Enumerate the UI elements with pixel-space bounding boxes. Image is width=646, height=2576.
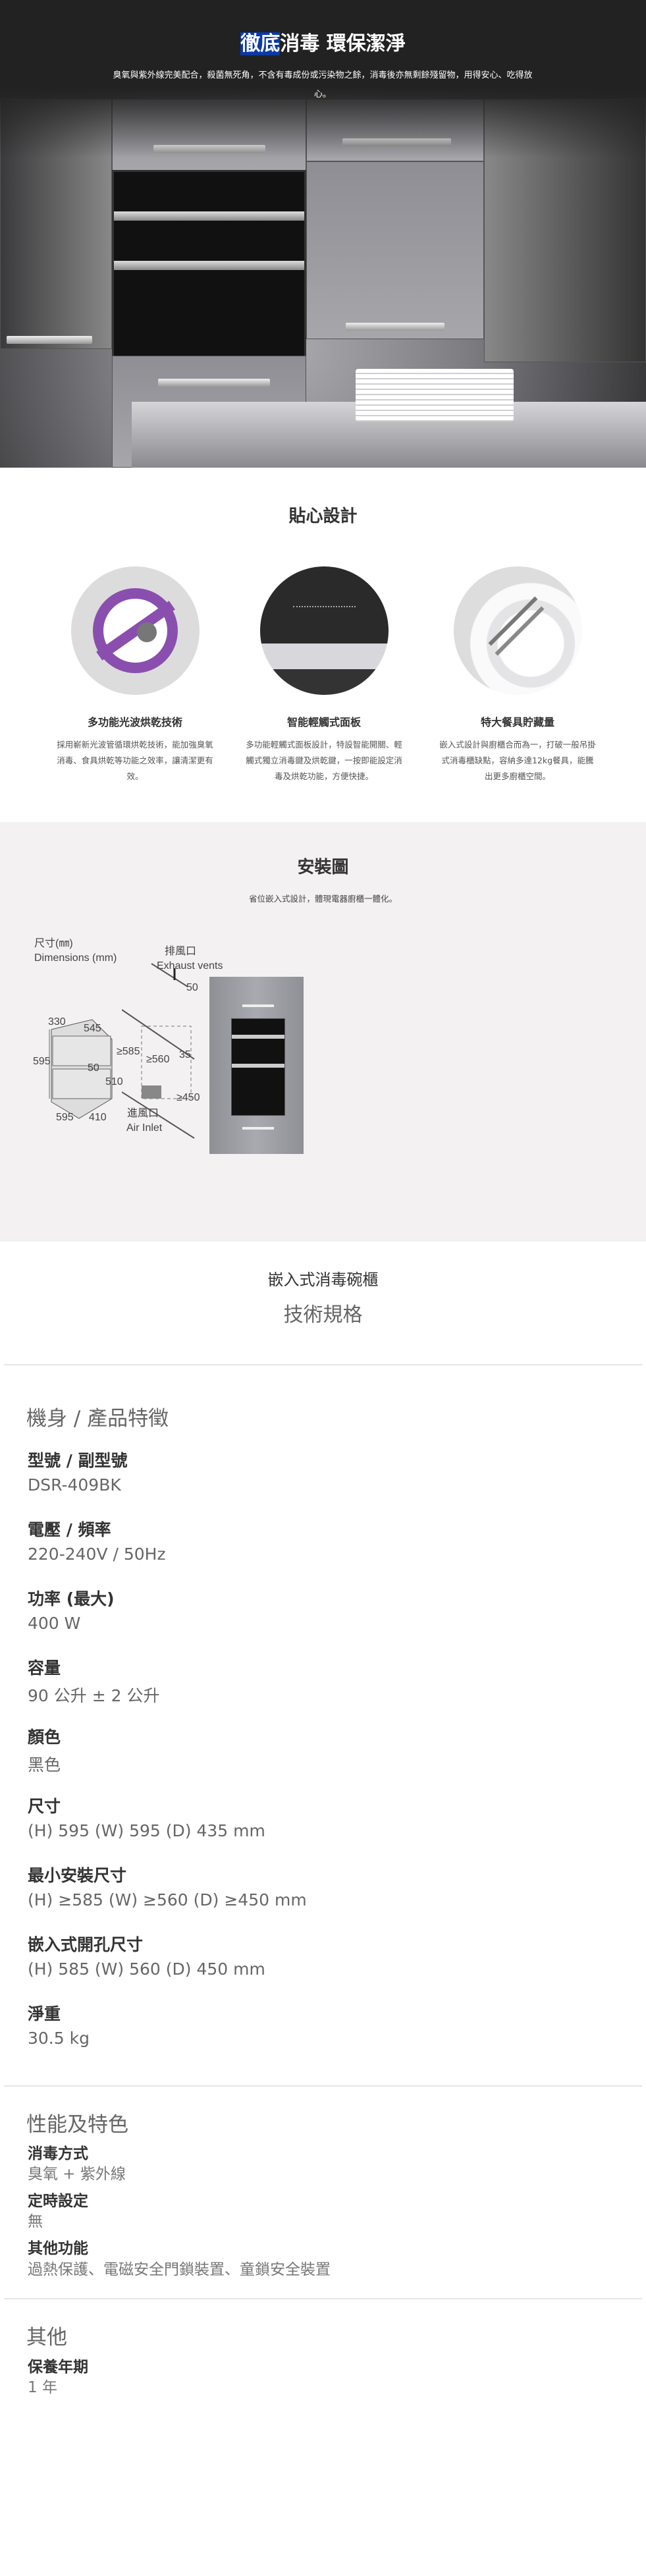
dim-595-width: 595 <box>56 1112 74 1123</box>
hero-banner: 徹底消毒 環保潔淨 臭氧與紫外線完美配合，殺菌無死角，不含有毒成份或污染物之餘，… <box>0 0 646 468</box>
dim-label-en: Dimensions (mm) <box>34 952 117 964</box>
feature-desc: 採用嶄新光波管循環烘乾技術，能加強臭氧消毒、食具烘乾等功能之效率，讓清潔更有效。 <box>57 740 213 781</box>
exhaust-gap: 50 <box>186 982 198 993</box>
spec-label: 淨重 <box>28 2004 61 2023</box>
dim-330: 330 <box>48 1016 66 1028</box>
cut-450: ≥450 <box>176 1092 200 1103</box>
feature-desc: 多功能輕觸式面板設計，特設智能開關、輕觸式獨立消毒鍵及烘乾鍵，一按即能設定消毒及… <box>246 740 402 781</box>
divider <box>4 1364 642 1365</box>
installed-photo <box>209 977 304 1154</box>
spec-value: 30.5 kg <box>28 2029 90 2048</box>
touch-panel-image <box>259 566 389 695</box>
spec-value: 臭氧 + 紫外線 <box>28 2166 126 2183</box>
feature-desc: 嵌入式設計與廚櫃合而為一，打破一般吊掛式消毒櫃缺點，容納多達12kg餐具，能騰出… <box>439 740 596 781</box>
install-subtitle: 省位嵌入式設計，體現電器廚櫃一體化。 <box>248 894 397 904</box>
design-title: 貼心設計 <box>288 507 358 526</box>
spec-label: 電壓 / 頻率 <box>28 1520 111 1539</box>
spec-value: (H) ≥585 (W) ≥560 (D) ≥450 mm <box>28 1890 307 1909</box>
divider <box>4 2298 642 2299</box>
hero-title-rest: 消毒 環保潔淨 <box>280 32 406 55</box>
inlet-label-zh: 進風口 <box>127 1108 159 1119</box>
spec-group-heading: 機身 / 產品特徵 <box>26 1407 169 1431</box>
cut-35: 35 <box>179 1049 191 1060</box>
spec-label: 其他功能 <box>28 2240 88 2257</box>
hero-description: 臭氧與紫外線完美配合，殺菌無死角，不含有毒成份或污染物之餘，消毒後亦無剩餘殘留物… <box>113 70 533 99</box>
spec-label: 消毒方式 <box>28 2145 88 2162</box>
feature-title: 特大餐具貯藏量 <box>480 716 554 728</box>
spec-value: (H) 585 (W) 560 (D) 450 mm <box>28 1959 265 1979</box>
feature-title: 智能輕觸式面板 <box>286 716 361 728</box>
feature-title: 多功能光波烘乾技術 <box>87 716 182 728</box>
spec-label: 顏色 <box>28 1728 61 1747</box>
spec-label: 功率 (最大) <box>28 1589 115 1608</box>
dim-545: 545 <box>84 1023 101 1034</box>
spec-product-name: 嵌入式消毒碗櫃 <box>267 1271 379 1289</box>
spec-label: 尺寸 <box>28 1797 61 1816</box>
feature-card: 多功能光波烘乾技術 採用嶄新光波管循環烘乾技術，能加強臭氧消毒、食具烘乾等功能之… <box>49 566 221 784</box>
spec-label: 容量 <box>28 1658 61 1678</box>
exhaust-arrow-icon <box>151 963 188 987</box>
spec-value: 220-240V / 50Hz <box>28 1545 166 1564</box>
spec-label: 最小安裝尺寸 <box>28 1866 127 1885</box>
spec-label: 定時設定 <box>28 2193 88 2210</box>
spec-value: (H) 595 (W) 595 (D) 435 mm <box>28 1821 265 1840</box>
spec-value: 400 W <box>28 1614 81 1633</box>
cut-585: ≥585 <box>117 1046 140 1057</box>
spec-value: 過熱保護、電磁安全門鎖裝置、童鎖安全裝置 <box>28 2261 331 2278</box>
spec-value: DSR-409BK <box>28 1475 121 1494</box>
hero-title-highlight: 徹底 <box>240 32 281 55</box>
install-title: 安裝圖 <box>297 858 349 877</box>
dim-50: 50 <box>88 1062 99 1074</box>
spec-value: 黑色 <box>28 1755 61 1774</box>
divider <box>4 2085 642 2087</box>
hero-title: 徹底消毒 環保潔淨 <box>0 32 646 57</box>
spec-label: 保養年期 <box>28 2359 88 2376</box>
spec-title: 技術規格 <box>283 1303 363 1327</box>
dim-595-height: 595 <box>33 1056 51 1067</box>
feature-card: 特大餐具貯藏量 嵌入式設計與廚櫃合而為一，打破一般吊掛式消毒櫃缺點，容納多達12… <box>432 566 603 784</box>
spec-group-heading: 性能及特色 <box>26 2113 128 2137</box>
spec-value: 90 公升 ± 2 公升 <box>28 1686 160 1705</box>
dimension-diagram <box>49 1019 113 1119</box>
exhaust-label-zh: 排風口 <box>165 946 197 957</box>
cutout-diagram <box>122 1009 195 1139</box>
inlet-label-en: Air Inlet <box>126 1122 163 1134</box>
no-germs-icon <box>70 566 200 695</box>
tableware-image <box>453 566 582 695</box>
dim-510: 510 <box>105 1076 123 1087</box>
dim-410: 410 <box>89 1112 107 1123</box>
spec-label: 嵌入式開孔尺寸 <box>28 1935 144 1954</box>
spec-group-heading: 其他 <box>26 2326 67 2349</box>
spec-label: 型號 / 副型號 <box>28 1451 128 1470</box>
spec-value: 無 <box>28 2213 43 2230</box>
spec-value: 1 年 <box>28 2379 57 2396</box>
dim-label-zh: 尺寸(㎜) <box>34 938 73 949</box>
exhaust-label-en: Exhaust vents <box>157 960 223 972</box>
installation-section: 安裝圖 省位嵌入式設計，體現電器廚櫃一體化。 尺寸(㎜) Dimensions … <box>0 822 646 1242</box>
feature-card: 智能輕觸式面板 多功能輕觸式面板設計，特設智能開關、輕觸式獨立消毒鍵及烘乾鍵，一… <box>238 566 410 784</box>
cut-560: ≥560 <box>146 1054 170 1065</box>
